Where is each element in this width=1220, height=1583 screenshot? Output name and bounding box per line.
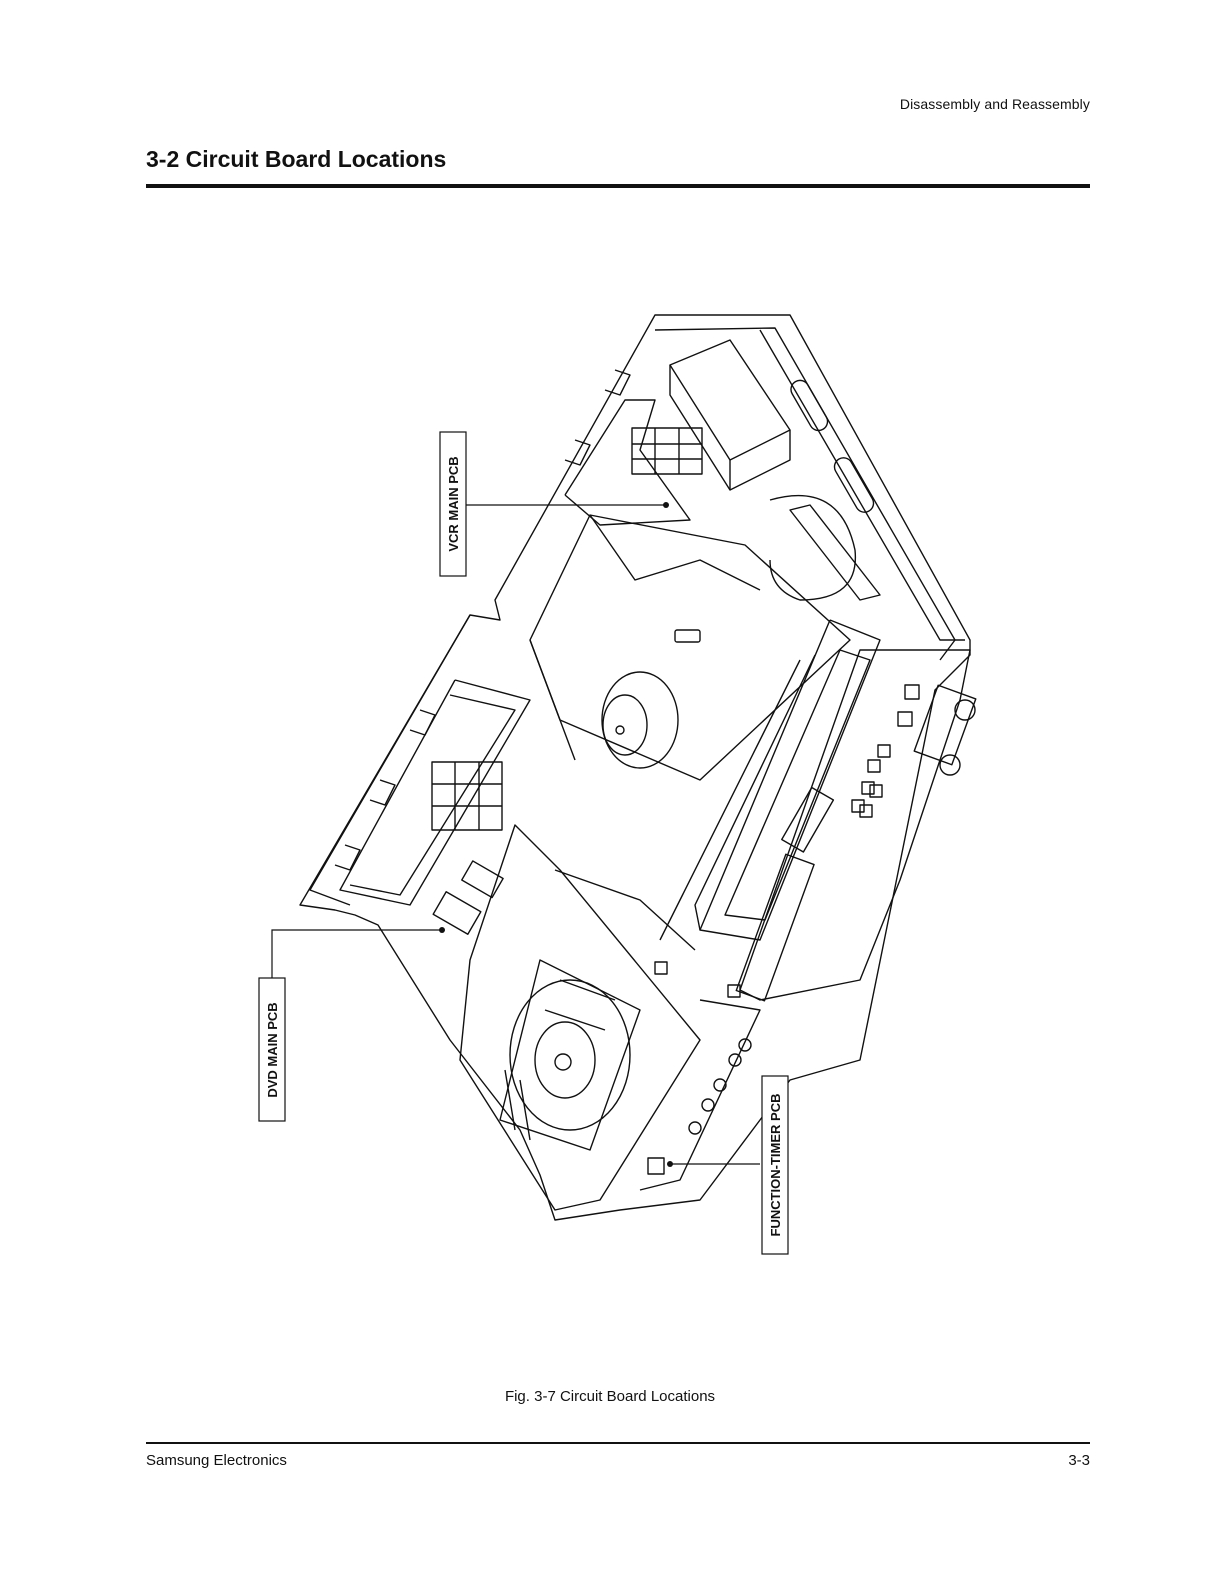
front-button (852, 800, 864, 812)
dvd-leader-dot (439, 927, 445, 933)
front-button (868, 760, 880, 772)
chassis-drawing (300, 315, 976, 1220)
side-slot (788, 377, 831, 434)
front-button (870, 785, 882, 797)
dvd-disc-inner (535, 1022, 595, 1098)
rca-jack (940, 755, 960, 775)
dvd-disc (510, 980, 630, 1130)
footer-page-number: 3-3 (1068, 1452, 1090, 1469)
front-button (898, 712, 912, 726)
footer-rule (146, 1442, 1090, 1444)
head-drum-hub (616, 726, 624, 734)
edge-clip (370, 780, 395, 805)
reel-arm (790, 505, 880, 600)
chassis-left-rim (310, 615, 470, 905)
side-wall (760, 330, 965, 640)
dvd-leader (272, 930, 442, 978)
head-drum-inner (603, 695, 647, 755)
dvd-loader-body (460, 825, 700, 1210)
timer-board (640, 1000, 760, 1190)
vcr-leader-dot (663, 502, 669, 508)
edge-clip (410, 710, 435, 735)
dvd-main-pcb-label: DVD MAIN PCB (259, 978, 285, 1121)
function-timer-label-text: FUNCTION-TIMER PCB (768, 1094, 783, 1237)
leader-lines (272, 505, 760, 1164)
vcr-deck-body (530, 515, 850, 780)
loader-rib (545, 1010, 605, 1030)
upper-cutout (565, 400, 690, 525)
rca-jack-block (914, 685, 976, 764)
vcr-power-block (670, 340, 790, 460)
tray-rail-outer (695, 655, 815, 930)
figure-caption: Fig. 3-7 Circuit Board Locations (0, 1388, 1220, 1405)
footer-company: Samsung Electronics (146, 1452, 287, 1469)
front-slot (736, 854, 814, 1001)
front-button (860, 805, 872, 817)
tray-rail-outer (660, 660, 800, 940)
dvd-connector (432, 762, 502, 830)
function-timer-leader-dot (667, 1161, 673, 1167)
dvd-tray (500, 960, 640, 1150)
small-tab (675, 630, 700, 642)
front-button (905, 685, 919, 699)
edge-clip (335, 845, 360, 870)
dvd-label-text: DVD MAIN PCB (265, 1002, 280, 1097)
dvd-loader-top (555, 870, 695, 950)
timer-button (702, 1099, 714, 1111)
timer-button (689, 1122, 701, 1134)
mount-nut (655, 962, 667, 974)
chassis-inner-rim (655, 328, 955, 660)
front-button (862, 782, 874, 794)
vcr-deck-top (590, 515, 760, 590)
front-button (878, 745, 890, 757)
vcr-main-pcb-label: VCR MAIN PCB (440, 432, 466, 576)
dvd-spindle (555, 1054, 571, 1070)
function-timer-pcb-label: FUNCTION-TIMER PCB (762, 1076, 788, 1254)
vcr-connector (632, 428, 702, 474)
vcr-label-text: VCR MAIN PCB (446, 456, 461, 551)
vcr-deck-side (530, 640, 575, 760)
timer-ic (648, 1158, 664, 1174)
